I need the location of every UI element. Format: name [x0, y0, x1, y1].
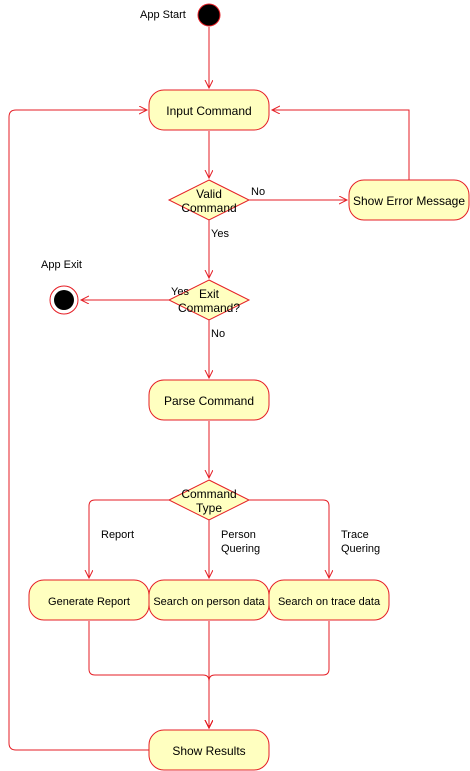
show-results-node: Show Results	[148, 729, 270, 771]
end-node-inner	[54, 290, 74, 310]
start-node	[197, 3, 221, 27]
exit-yes-label: Yes	[171, 286, 189, 298]
exit-command-label-line2: Command?	[178, 301, 240, 315]
command-type-label-line2: Type	[196, 501, 222, 515]
show-error-node: Show Error Message	[348, 179, 470, 221]
command-type-label-line1: Command	[181, 487, 236, 501]
app-start-label: App Start	[140, 9, 186, 21]
person-label-line1: Person	[221, 529, 256, 541]
edge-trace-to-results	[209, 621, 330, 728]
exit-command-decision: Exit Command?	[167, 279, 251, 321]
edge-error-to-input	[272, 110, 410, 180]
edge-report-to-results	[88, 621, 209, 728]
show-error-label: Show Error Message	[353, 194, 465, 208]
input-command-node: Input Command	[148, 89, 270, 131]
exit-no-label: No	[211, 328, 225, 340]
app-exit-label: App Exit	[41, 259, 82, 271]
input-command-label: Input Command	[166, 104, 251, 118]
trace-label-line2: Quering	[341, 543, 380, 555]
report-label: Report	[101, 529, 134, 541]
valid-command-label-line1: Valid	[196, 187, 222, 201]
valid-no-label: No	[251, 186, 265, 198]
valid-command-label-line2: Command	[181, 201, 236, 215]
search-person-node: Search on person data	[148, 579, 270, 621]
generate-report-label: Generate Report	[48, 596, 130, 608]
search-trace-node: Search on trace data	[268, 579, 390, 621]
generate-report-node: Generate Report	[28, 579, 150, 621]
show-results-label: Show Results	[172, 744, 245, 758]
edge-type-to-trace	[249, 499, 329, 578]
search-trace-label: Search on trace data	[278, 596, 381, 608]
edge-results-to-input	[8, 110, 149, 751]
exit-command-label-line1: Exit	[199, 287, 220, 301]
person-label-line2: Quering	[221, 543, 260, 555]
valid-yes-label: Yes	[211, 228, 229, 240]
valid-command-decision: Valid Command	[167, 179, 251, 221]
search-person-label: Search on person data	[153, 596, 265, 608]
parse-command-label: Parse Command	[164, 394, 254, 408]
command-type-decision: Command Type	[167, 479, 251, 521]
trace-label-line1: Trace	[341, 529, 369, 541]
edge-type-to-report	[89, 499, 169, 578]
parse-command-node: Parse Command	[148, 379, 270, 421]
